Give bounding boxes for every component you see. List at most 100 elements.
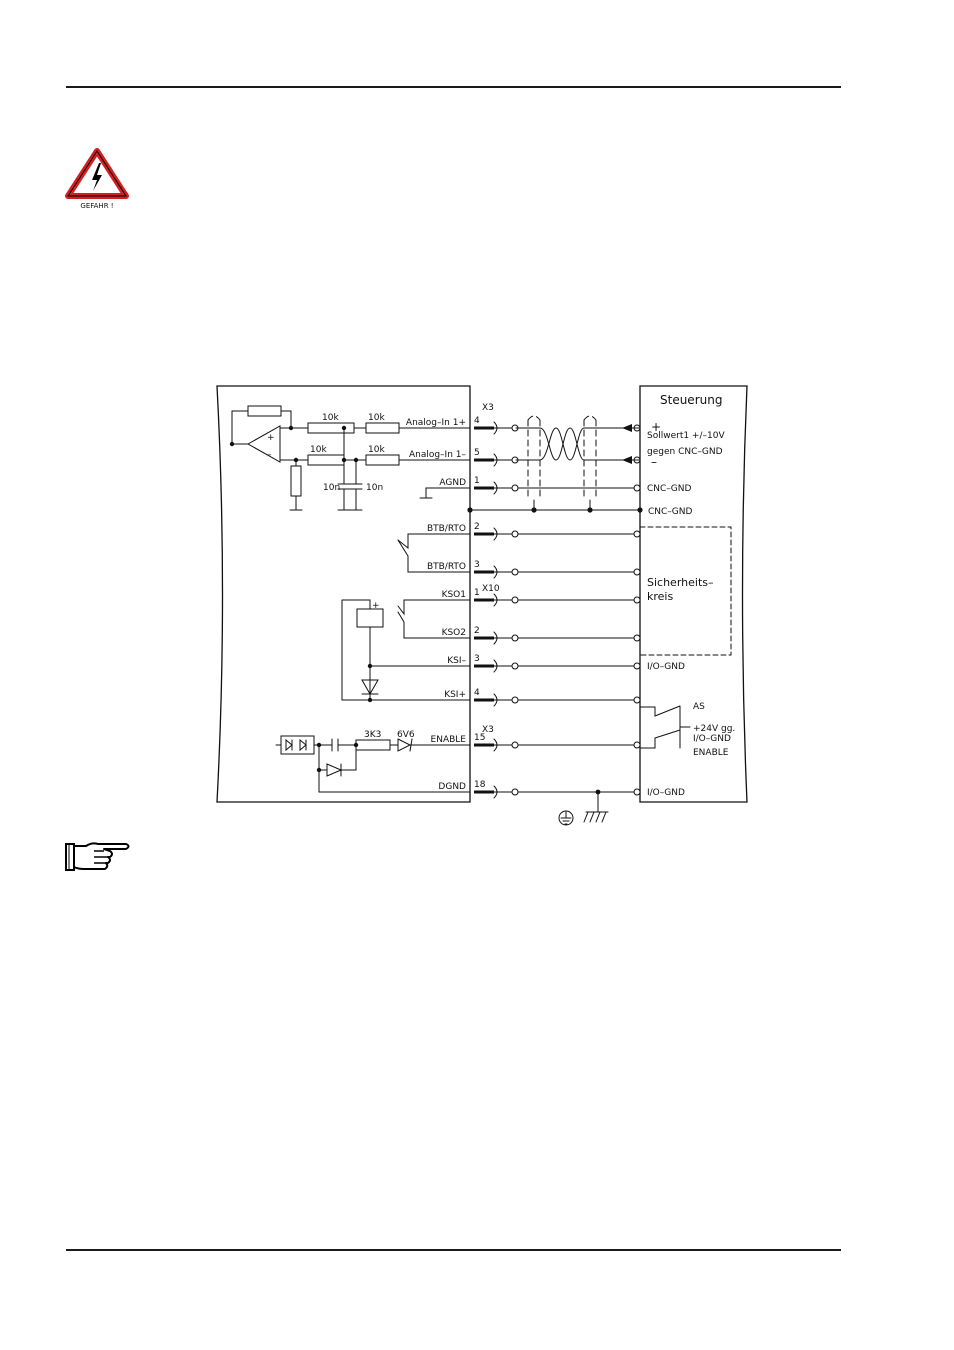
terminal-pin	[474, 570, 494, 574]
pin-label: KSO2	[442, 628, 466, 638]
btb-contact	[397, 533, 471, 573]
safety-line2: kreis	[647, 590, 673, 603]
safety-line1: Sicherheits–	[647, 576, 714, 589]
resistor-10k-1	[307, 422, 355, 434]
zener-6v6	[389, 738, 471, 752]
label-c1: 10n	[323, 483, 340, 493]
danger-warning-icon: GEFAHR !	[65, 148, 129, 210]
opamp-minus: –	[267, 450, 272, 460]
ctrl-minus: –	[651, 455, 657, 469]
terminal-pin	[474, 698, 494, 702]
pin-label: DGND	[438, 782, 466, 792]
cable-shield	[527, 415, 597, 501]
pin-number: 2	[474, 522, 480, 532]
terminal-pin	[474, 458, 494, 462]
label-r1: 10k	[322, 413, 339, 423]
as-contact	[639, 705, 691, 749]
resistor-10k-2	[365, 422, 400, 434]
pin-kso1: KSO1 1	[442, 588, 641, 607]
pin-number: 3	[474, 560, 480, 570]
terminal-pin	[474, 790, 494, 794]
label-6v6: 6V6	[397, 730, 415, 740]
pin-btb-rto-2: BTB/RTO 2	[427, 522, 641, 541]
controller-pin-label: gegen CNC–GND	[647, 447, 723, 457]
label-r3: 10k	[310, 445, 327, 455]
terminal-pin	[474, 486, 494, 490]
pin-number: 1	[474, 476, 480, 486]
enable-input-circuit	[275, 735, 471, 793]
pin-label: KSO1	[442, 590, 466, 600]
lightning-bolt-icon	[92, 163, 102, 191]
resistor-10k-3	[307, 454, 345, 466]
pin-label: AGND	[439, 478, 466, 488]
ctrl-plus: +	[651, 420, 661, 434]
resistor-3k3	[355, 739, 391, 751]
relay-plus: +	[372, 601, 380, 611]
pin-kso2: KSO2 2	[442, 626, 641, 645]
pin-number: 18	[474, 780, 486, 790]
connector-x10: X10	[482, 584, 500, 594]
drive-box	[216, 385, 471, 803]
pin-label: KSI–	[447, 656, 466, 666]
pin-number: 4	[474, 688, 480, 698]
pin-ksi-plus: KSI+ 4	[444, 688, 641, 707]
twisted-pair	[515, 427, 641, 461]
wiring-diagram: + – 10k 10k 10k 10k 10n 10n +	[216, 385, 748, 826]
kso-diode	[361, 679, 379, 696]
pin-number: 3	[474, 654, 480, 664]
bias-resistor	[290, 465, 302, 497]
pin-dgnd: DGND 18I/O–GND	[438, 780, 685, 799]
label-3k3: 3K3	[364, 730, 381, 740]
connector-x3-top: X3	[482, 403, 494, 413]
as-enable: ENABLE	[693, 748, 729, 758]
as-label: AS	[693, 702, 705, 712]
controller-pin-label: I/O–GND	[647, 788, 685, 798]
pin-analog-in-1-minus: Analog–In 1– 5 gegen CNC–GND	[409, 447, 723, 467]
label-c2: 10n	[366, 483, 383, 493]
pin-number: 2	[474, 626, 480, 636]
as-io-gnd: I/O–GND	[693, 734, 731, 744]
terminal-pin	[474, 598, 494, 602]
pin-number: 1	[474, 588, 480, 598]
warning-label: GEFAHR !	[80, 202, 113, 210]
controller-pin-label: I/O–GND	[647, 662, 685, 672]
pin-label: Analog–In 1+	[406, 418, 466, 428]
capacitor-1	[337, 427, 351, 511]
capacitor-2	[349, 459, 363, 511]
pin-label: BTB/RTO	[427, 524, 466, 534]
label-r4: 10k	[368, 445, 385, 455]
pin-btb-rto-3: BTB/RTO 3	[427, 560, 641, 579]
as-24v: +24V gg.	[693, 724, 735, 734]
header-rule	[66, 86, 841, 88]
pin-enable: ENABLE 15	[431, 733, 641, 752]
pin-ksi-minus: KSI– 3I/O–GND	[447, 654, 685, 673]
connector-x3-bottom: X3	[482, 725, 494, 735]
footer-rule	[66, 1249, 841, 1251]
controller-pin-label: Sollwert1 +/–10V	[647, 431, 725, 441]
pin-label: ENABLE	[431, 735, 467, 745]
pin-number: 4	[474, 416, 480, 426]
controller-title: Steuerung	[660, 393, 722, 407]
terminal-pin	[474, 532, 494, 536]
label-r2: 10k	[368, 413, 385, 423]
pin-label: KSI+	[444, 690, 466, 700]
pin-label: Analog–In 1–	[409, 450, 467, 460]
earth-ground-icon	[558, 791, 609, 826]
controller-box	[639, 385, 748, 803]
safety-circuit-box	[639, 526, 732, 656]
pin-label: BTB/RTO	[427, 562, 466, 572]
hand-pointer-icon	[65, 842, 130, 871]
terminal-pin	[474, 426, 494, 430]
opamp-plus: +	[267, 433, 275, 443]
terminal-pin	[474, 636, 494, 640]
pin-number: 15	[474, 733, 485, 743]
kso-relay	[341, 599, 471, 701]
feedback-resistor	[247, 405, 282, 417]
pin-number: 5	[474, 448, 480, 458]
terminal-pin	[474, 743, 494, 747]
terminal-pin	[474, 664, 494, 668]
controller-pin-label: CNC–GND	[647, 484, 692, 494]
cnc-gnd-shield: CNC–GND	[648, 507, 693, 517]
